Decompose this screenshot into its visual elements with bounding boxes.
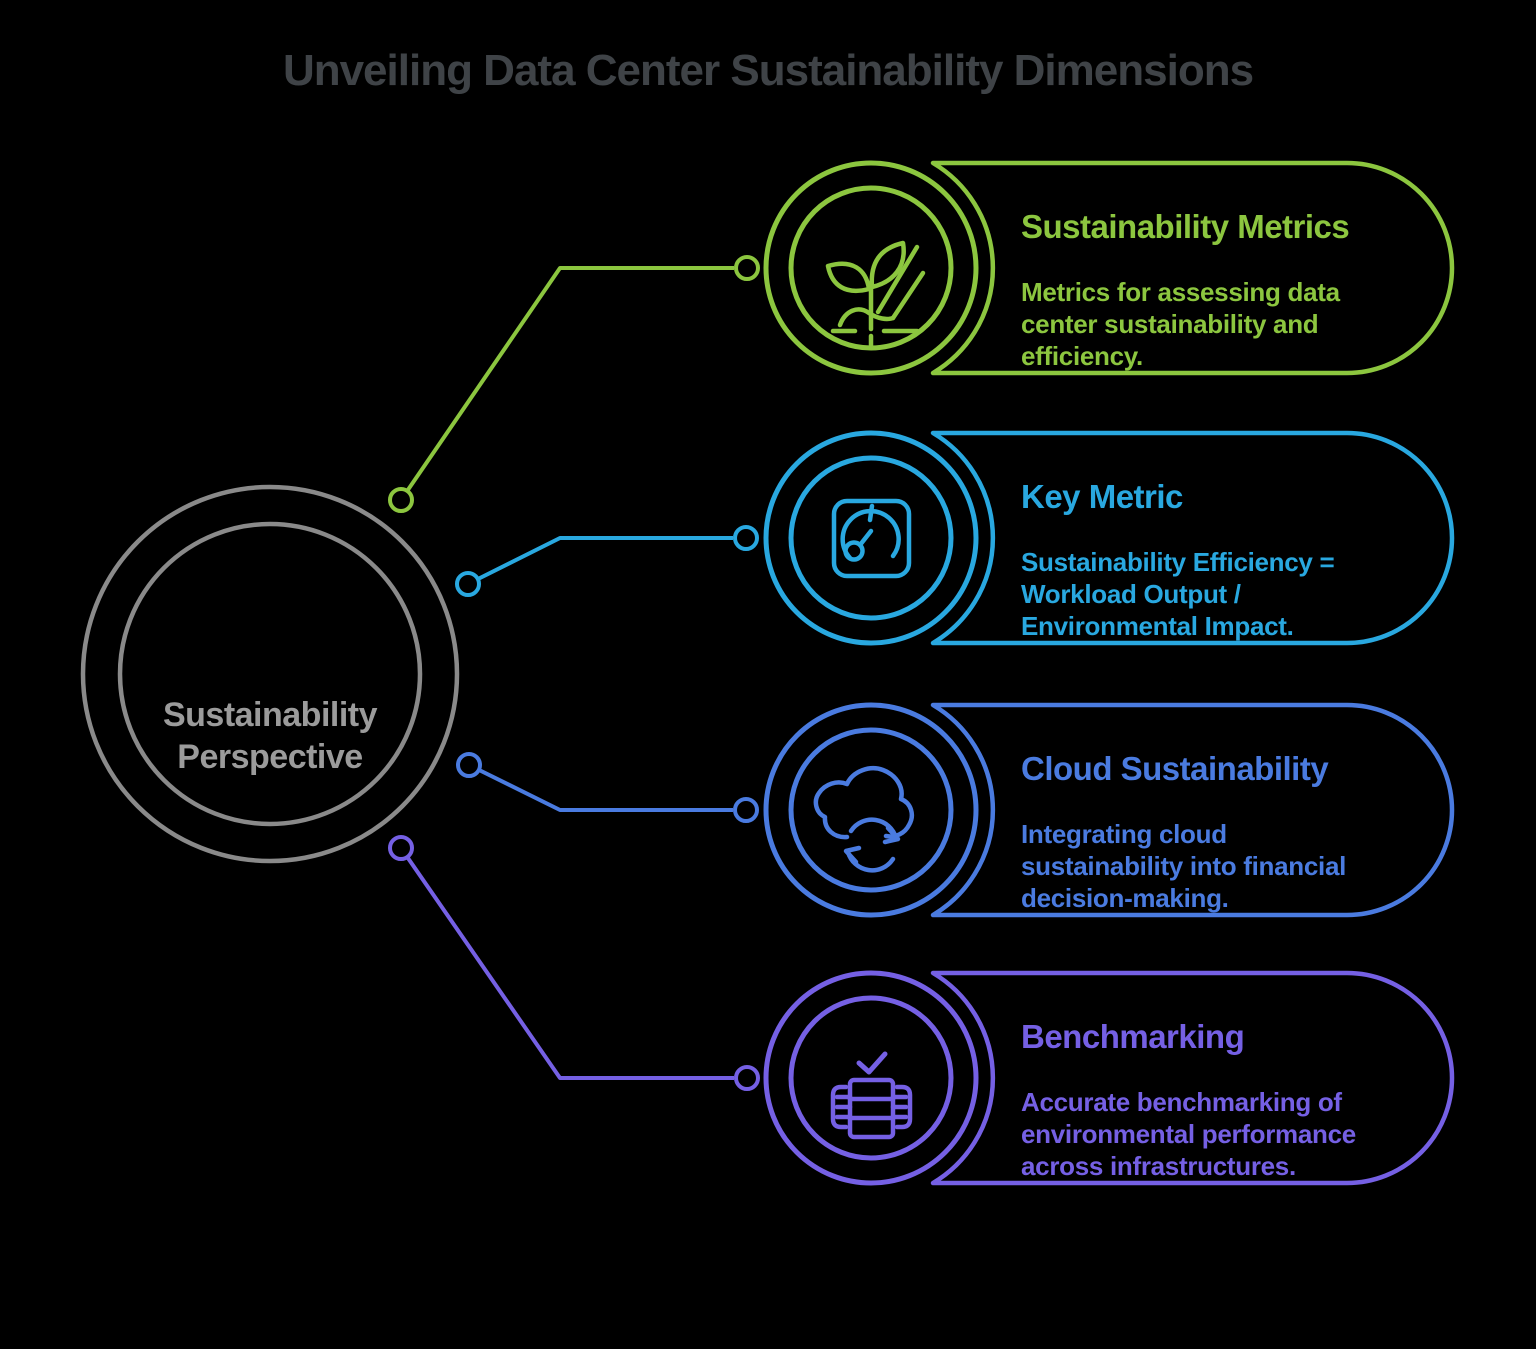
gauge-top-tick [867,503,875,523]
icon-badge-outer-ring [763,160,979,376]
card-title-key-metric: Key Metric [1021,478,1183,515]
card-outline [930,702,1455,918]
description-line: Sustainability Efficiency = [1021,547,1335,577]
card-outline [930,970,1455,1186]
cloud-outline [813,766,914,840]
connector-line [467,536,733,586]
card-outline [930,160,1455,376]
icon-badge-outer-ring [763,430,979,646]
icon-badge-outer-ring [763,970,979,1186]
cloud-sync-icon [813,766,914,873]
plant-blade [890,270,926,321]
description-line: Integrating cloud [1021,819,1227,849]
icon-badge-inner-ring [788,727,954,893]
card-benchmarking [763,970,1455,1186]
sync-arrowhead [843,845,862,865]
card-title-benchmarking: Benchmarking [1021,1018,1245,1055]
sync-arrowhead [882,825,901,845]
card-title-cloud-sustainability: Cloud Sustainability [1021,750,1329,787]
description-line: environmental performance [1021,1119,1356,1149]
card-cloud-sustainability [763,702,1455,918]
hub-inner-ring [117,521,423,827]
gauge-needle-bulb [843,540,865,562]
card-description-benchmarking: Accurate benchmarking of environmental p… [1021,1086,1421,1182]
central-hub-rings [80,484,460,864]
checkmark [856,1051,888,1075]
description-line: center sustainability and [1021,309,1319,339]
connector-dot [734,255,760,281]
connector-line [399,846,734,1080]
central-hub-label-line: Perspective [177,738,363,776]
card-description-sustainability-metrics: Metrics for assessing data center sustai… [1021,276,1421,372]
icon-badge-inner-ring [788,455,954,621]
description-line: Workload Output / [1021,579,1241,609]
icon-badge-outer-ring [763,702,979,918]
description-line: decision-making. [1021,883,1229,913]
connector-line [399,266,734,502]
gauge-needle [857,528,874,548]
connector-line [468,763,733,812]
connector-dot [455,571,481,597]
central-hub-label: Sustainability Perspective [70,694,470,778]
connector-sustainability-metrics [388,255,760,513]
connector-dot [456,752,482,778]
page-title: Unveiling Data Center Sustainability Dim… [282,46,1254,95]
server-left-bracket [830,1084,849,1130]
connector-dot [733,797,759,823]
card-key-metric [763,430,1455,646]
server-right-bracket [894,1084,913,1130]
connector-dot [388,835,414,861]
server-right-ticks [890,1094,909,1120]
connector-key-metric [455,525,759,597]
server-check-icon [830,1051,913,1140]
hand-palm [837,307,896,328]
central-hub-label-line: Sustainability [162,696,378,734]
plant-growth-icon [825,240,926,350]
description-line: Environmental Impact. [1021,611,1294,641]
hub-outer-ring [80,484,460,864]
server-body [847,1077,896,1140]
plant-left-leaf [825,261,872,293]
connector-dot [733,525,759,551]
description-line: efficiency. [1021,341,1143,371]
description-line: sustainability into financial [1021,851,1347,881]
card-description-key-metric: Sustainability Efficiency = Workload Out… [1021,546,1421,642]
card-sustainability-metrics [763,160,1455,376]
server-left-ticks [834,1094,853,1120]
plant-top-leaf [869,240,906,290]
card-outline [930,430,1455,646]
gauge-icon [831,498,912,579]
connector-dot [734,1065,760,1091]
description-line: Metrics for assessing data [1021,277,1340,307]
gauge-frame [831,498,912,579]
card-title-sustainability-metrics: Sustainability Metrics [1021,208,1350,245]
description-line: across infrastructures. [1021,1151,1296,1181]
connector-benchmarking [388,835,760,1091]
icon-badge-inner-ring [788,995,954,1161]
plant-blade [875,244,920,315]
card-description-cloud-sustainability: Integrating cloud sustainability into fi… [1021,818,1421,914]
connector-dot [388,487,414,513]
description-line: Accurate benchmarking of [1021,1087,1342,1117]
connector-cloud-sustainability [456,752,759,823]
